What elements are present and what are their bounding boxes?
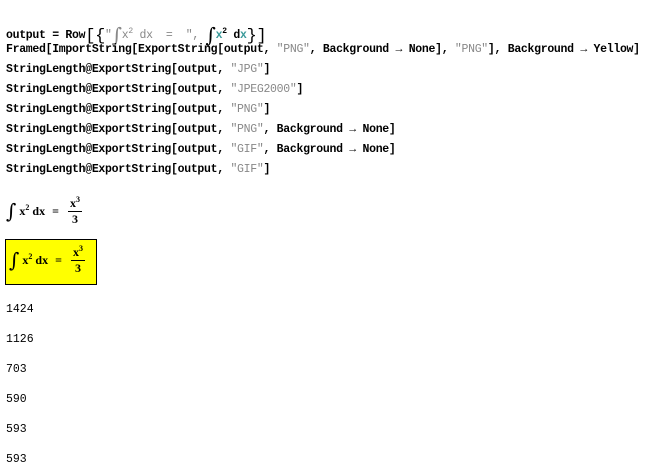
code: ] <box>263 103 271 116</box>
output-number: 1126 <box>6 333 34 346</box>
integral-sign: ∫ <box>6 199 17 223</box>
output-number: 1424 <box>6 303 34 316</box>
exponent: 2 <box>25 203 30 212</box>
string: "JPEG2000" <box>230 83 297 96</box>
numerator: x <box>72 245 79 259</box>
output-number: 593 <box>6 423 27 436</box>
string: x <box>121 29 129 42</box>
input-line-7[interactable]: StringLength@ExportString[output, "GIF",… <box>6 143 396 156</box>
string: "GIF" <box>230 143 264 156</box>
output-number: 703 <box>6 363 27 376</box>
code: , Background → None] <box>263 143 396 156</box>
string: "GIF" <box>230 163 264 176</box>
integral-sign: ∫ <box>9 248 20 272</box>
exponent: 2 <box>28 252 33 261</box>
exponent: 2 <box>128 27 133 37</box>
differential: dx <box>32 203 46 218</box>
code: StringLength@ExportString[output, <box>6 123 231 136</box>
equals: = <box>52 203 59 218</box>
output-number: 593 <box>6 453 27 466</box>
input-line-4[interactable]: StringLength@ExportString[output, "JPEG2… <box>6 83 303 96</box>
input-line-2[interactable]: Framed[ImportString[ExportString[output,… <box>6 43 640 56</box>
code: StringLength@ExportString[output, <box>6 63 231 76</box>
code: , Background → None], <box>309 43 455 56</box>
input-line-3[interactable]: StringLength@ExportString[output, "JPG"] <box>6 63 270 76</box>
string: "PNG" <box>230 103 264 116</box>
variable: x <box>239 29 247 42</box>
string: "JPG" <box>230 63 264 76</box>
string: = <box>152 29 186 42</box>
code: d <box>226 29 240 42</box>
code: ], Background → Yellow] <box>487 43 640 56</box>
string: "PNG" <box>276 43 310 56</box>
variable: x <box>215 29 223 42</box>
code: ] <box>263 63 271 76</box>
code: StringLength@ExportString[output, <box>6 163 231 176</box>
code: StringLength@ExportString[output, <box>6 103 231 116</box>
denominator: 3 <box>74 261 81 275</box>
exponent: 3 <box>75 195 80 204</box>
equals: = <box>55 252 62 267</box>
variable: x <box>19 204 26 218</box>
code: ] <box>263 163 271 176</box>
input-line-5[interactable]: StringLength@ExportString[output, "PNG"] <box>6 103 270 116</box>
input-line-1[interactable]: output = Row[{"∫x2 dx = ", ∫x2 dx}] <box>6 10 267 47</box>
variable: x <box>22 253 29 267</box>
code: output = Row <box>6 29 86 42</box>
string: ", <box>185 29 206 42</box>
code: StringLength@ExportString[output, <box>6 83 231 96</box>
output-number: 590 <box>6 393 27 406</box>
differential: dx <box>35 252 49 267</box>
integral-sign: ∫ <box>205 23 216 47</box>
integral-sign: ∫ <box>111 23 122 47</box>
code: , Background → None] <box>263 123 396 136</box>
exponent: 2 <box>222 27 227 37</box>
code: Framed[ImportString[ExportString[output, <box>6 43 277 56</box>
string: dx <box>132 29 153 42</box>
string: "PNG" <box>230 123 264 136</box>
string: " <box>105 29 112 42</box>
numerator: x <box>69 196 76 210</box>
input-line-6[interactable]: StringLength@ExportString[output, "PNG",… <box>6 123 396 136</box>
code: StringLength@ExportString[output, <box>6 143 231 156</box>
exponent: 3 <box>78 244 83 253</box>
bracket: [{ <box>85 27 106 46</box>
input-line-8[interactable]: StringLength@ExportString[output, "GIF"] <box>6 163 270 176</box>
denominator: 3 <box>71 212 78 226</box>
string: "PNG" <box>454 43 488 56</box>
code: ] <box>296 83 304 96</box>
bracket: }] <box>246 27 267 46</box>
